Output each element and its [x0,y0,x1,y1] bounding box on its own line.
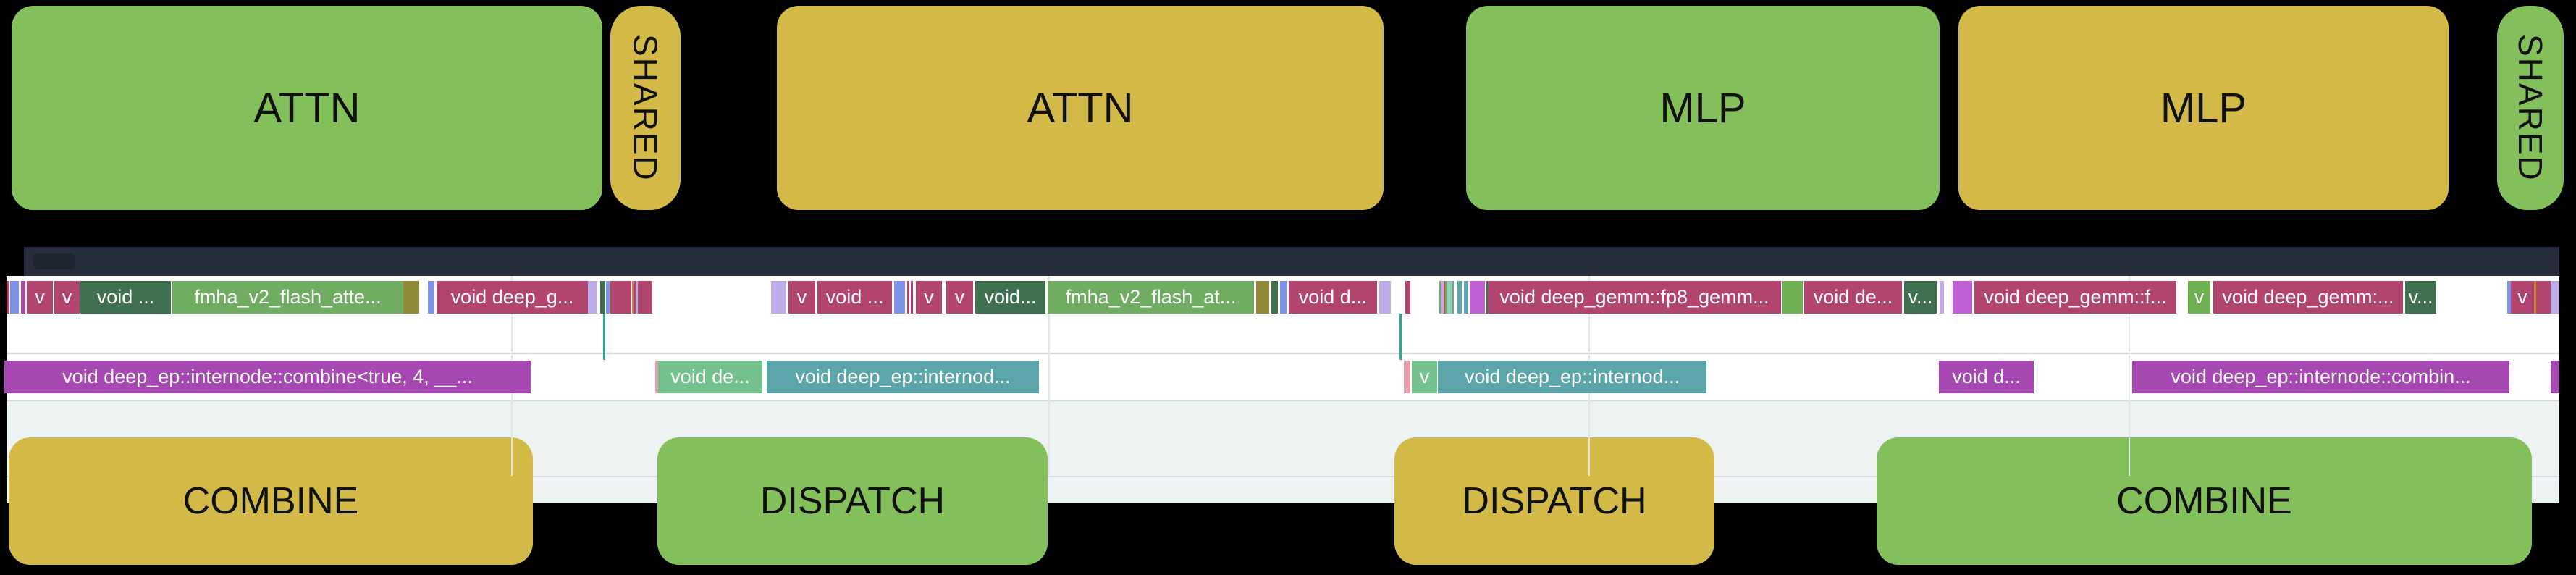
trace-slice[interactable]: v [788,281,815,314]
trace-slice[interactable]: void de... [1804,281,1902,314]
trace-slice[interactable] [771,281,786,314]
trace-slice[interactable]: void deep_ep::internode::combin... [2132,361,2509,393]
trace-slice[interactable] [2536,281,2551,314]
trace-slice[interactable]: void... [975,281,1045,314]
trace-slice[interactable] [1441,281,1444,314]
annotation-block-dispatch: DISPATCH [1394,437,1714,565]
trace-slice[interactable]: void deep_ep::internod... [767,361,1039,393]
trace-slice[interactable]: void ... [80,281,171,314]
trace-slice[interactable] [911,281,913,314]
trace-slice[interactable]: v... [1904,281,1937,314]
trace-slice[interactable] [600,281,605,314]
trace-slice[interactable] [2534,281,2536,314]
annotation-block-mlp: MLP [1958,6,2449,210]
trace-slice[interactable]: fmha_v2_flash_atte... [172,281,403,314]
trace-slice[interactable] [636,281,638,314]
trace-slice[interactable]: v [54,281,80,314]
trace-slice[interactable] [1782,281,1803,314]
trace-slice[interactable] [638,281,652,314]
trace-slice[interactable] [1444,281,1445,314]
trace-slice[interactable] [1940,281,1944,314]
trace-slice[interactable]: void ... [817,281,892,314]
trace-slice[interactable]: v [916,281,942,314]
trace-slice[interactable] [1280,281,1287,314]
trace-slice[interactable] [907,281,909,314]
trace-slice[interactable] [2507,281,2511,314]
trace-slice[interactable] [588,281,597,314]
trace-slice[interactable] [1405,281,1410,314]
trace-slice[interactable] [1271,281,1278,314]
footer-divider-line [7,476,2559,477]
trace-slice[interactable] [10,281,19,314]
trace-slice[interactable]: v [946,281,973,314]
trace-slice[interactable] [1379,281,1391,314]
trace-slice[interactable] [894,281,905,314]
annotation-block-mlp: MLP [1466,6,1940,210]
trace-slice[interactable] [403,281,419,314]
annotation-block-combine: COMBINE [1877,437,2532,565]
trace-slice[interactable] [1445,281,1447,314]
trace-slice[interactable] [1256,281,1269,314]
trace-slice[interactable] [7,281,9,314]
trace-slice[interactable]: void deep_gemm:... [2213,281,2403,314]
trace-slice[interactable] [610,281,631,314]
trace-slice[interactable] [1447,281,1452,314]
track-bottom-line [7,400,2559,401]
trace-slice[interactable]: void deep_g... [437,281,588,314]
trace-slice[interactable] [24,281,25,314]
trace-slice[interactable] [632,281,634,314]
annotation-block-attn: ATTN [777,6,1384,210]
trace-slice[interactable]: void deep_gemm::f... [1974,281,2176,314]
track-header-tab [33,253,75,269]
trace-slice[interactable]: void d... [1939,361,2034,393]
trace-slice[interactable]: v... [2405,281,2436,314]
trace-slice[interactable]: void deep_gemm::fp8_gemm... [1488,281,1781,314]
annotation-block-dispatch: DISPATCH [657,437,1048,565]
trace-slice[interactable] [1452,281,1454,314]
time-gridline [1048,276,1050,476]
trace-slice[interactable]: v [2188,281,2210,314]
track-separator-line [7,353,2559,354]
annotation-block-combine: COMBINE [9,437,533,565]
trace-slice[interactable] [606,281,610,314]
trace-slice[interactable] [1470,281,1485,314]
trace-slice[interactable] [1457,281,1462,314]
annotation-block-shared: SHARED [610,6,681,210]
collapsed-track-header-bar[interactable] [24,247,2559,276]
flow-connector-line [603,314,605,360]
trace-slice[interactable]: void deep_ep::internode::combine<true, 4… [4,361,531,393]
trace-slice[interactable]: void de... [658,361,762,393]
kernel-track-row-2[interactable]: void deep_ep::internode::combine<true, 4… [0,361,2576,393]
trace-slice[interactable] [634,281,636,314]
trace-slice[interactable] [1486,281,1488,314]
trace-slice[interactable]: void d... [1289,281,1377,314]
flow-connector-line [1399,314,1402,360]
time-gridline [2129,276,2130,476]
trace-slice[interactable] [1439,281,1441,314]
trace-slice[interactable] [1953,281,1972,314]
trace-slice[interactable]: fmha_v2_flash_at... [1048,281,1254,314]
annotation-block-attn: ATTN [12,6,602,210]
trace-slice[interactable]: void deep_ep::internod... [1438,361,1706,393]
trace-slice[interactable]: v [1412,361,1437,393]
trace-slice[interactable] [1404,361,1410,393]
trace-slice[interactable] [428,281,434,314]
trace-slice[interactable]: v [2511,281,2534,314]
trace-slice[interactable] [2551,361,2559,393]
trace-slice[interactable] [2551,281,2559,314]
trace-slice[interactable] [1464,281,1468,314]
trace-slice[interactable] [21,281,24,314]
trace-slice[interactable]: v [27,281,53,314]
trace-slice[interactable] [655,361,658,393]
annotation-block-shared: SHARED [2497,6,2564,210]
